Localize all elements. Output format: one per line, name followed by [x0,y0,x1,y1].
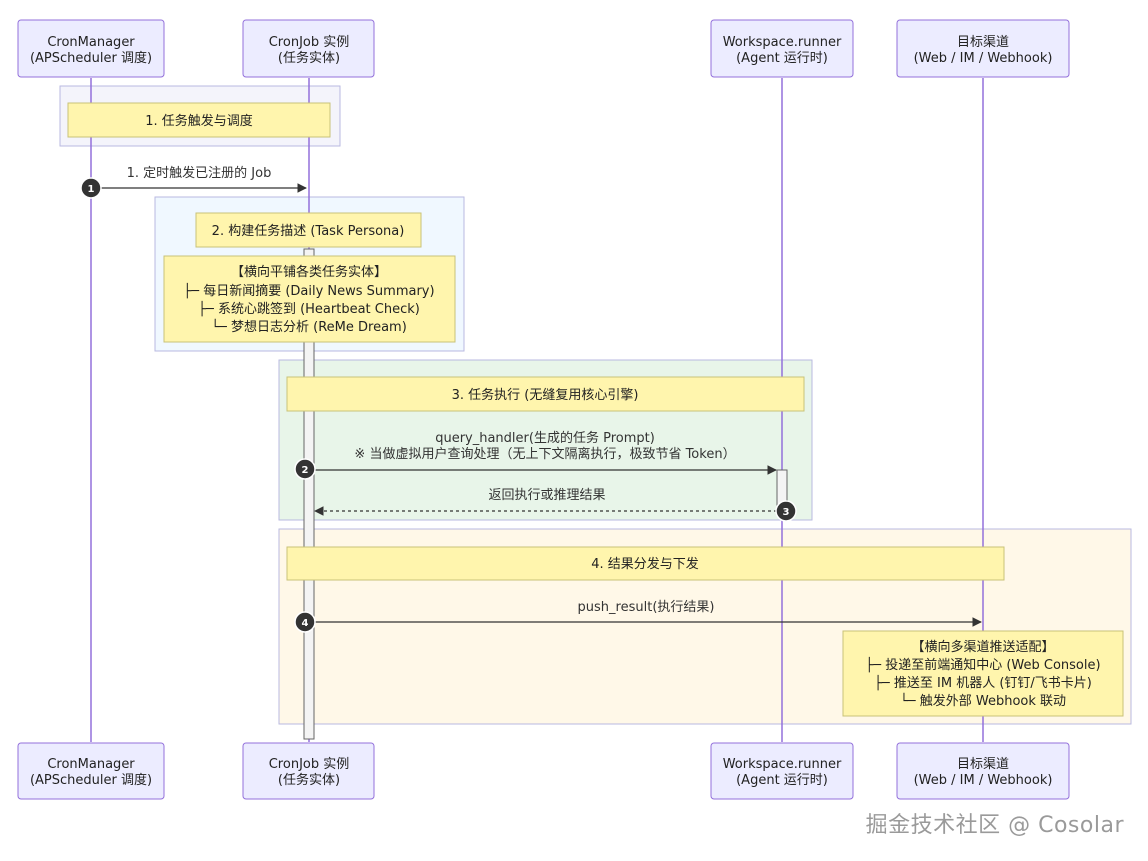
actor-cronjob-top: CronJob 实例 (任务实体) [242,19,375,78]
svg-text:4. 结果分发与下发: 4. 结果分发与下发 [591,556,699,572]
svg-text:push_result(执行结果): push_result(执行结果) [578,600,715,615]
svg-text:(Web / IM / Webhook): (Web / IM / Webhook) [914,51,1053,66]
message-badge: 1 [80,177,102,199]
svg-text:1. 任务触发与调度: 1. 任务触发与调度 [145,113,253,129]
actor-runner-bottom: Workspace.runner (Agent 运行时) [710,742,854,800]
message-2: query_handler(生成的任务 Prompt) ※ 当做虚拟用户查询处理… [294,430,777,480]
svg-text:4: 4 [302,618,309,629]
svg-text:(Agent 运行时): (Agent 运行时) [736,51,828,66]
svg-text:(Agent 运行时): (Agent 运行时) [736,773,828,788]
svg-text:【横向平铺各类任务实体】: 【横向平铺各类任务实体】 [231,264,387,280]
watermark: 掘金技术社区 @ Cosolar [865,813,1124,838]
svg-text:3: 3 [783,507,790,518]
svg-text:※ 当做虚拟用户查询处理（无上下文隔离执行，极致节省 Tok: ※ 当做虚拟用户查询处理（无上下文隔离执行，极致节省 Token） [354,446,735,462]
phase-title-2: 2. 构建任务描述 (Task Persona) [195,212,422,248]
message-badge: 2 [294,458,316,480]
svg-text:├─ 推送至 IM 机器人 (钉钉/飞书卡片): ├─ 推送至 IM 机器人 (钉钉/飞书卡片) [874,674,1092,691]
svg-text:CronJob 实例: CronJob 实例 [269,35,350,50]
svg-text:CronManager: CronManager [47,35,135,50]
svg-text:返回执行或推理结果: 返回执行或推理结果 [488,488,605,503]
svg-text:【横向多渠道推送适配】: 【横向多渠道推送适配】 [911,639,1054,655]
message-1: 1. 定时触发已注册的 Job 1 [80,165,307,199]
activation-cronjob [303,248,315,740]
svg-text:(APScheduler 调度): (APScheduler 调度) [30,772,152,788]
svg-text:└─ 梦想日志分析 (ReMe Dream): └─ 梦想日志分析 (ReMe Dream) [211,318,407,335]
svg-text:1: 1 [88,184,95,195]
svg-text:Workspace.runner: Workspace.runner [723,757,842,772]
actor-channel-top: 目标渠道 (Web / IM / Webhook) [896,19,1070,78]
svg-text:目标渠道: 目标渠道 [957,35,1009,50]
svg-text:(任务实体): (任务实体) [278,772,340,788]
phase-title-3: 3. 任务执行 (无缝复用核心引擎) [286,376,805,412]
svg-text:query_handler(生成的任务 Prompt): query_handler(生成的任务 Prompt) [435,430,655,446]
message-badge: 4 [294,611,316,633]
svg-text:(Web / IM / Webhook): (Web / IM / Webhook) [914,773,1053,788]
message-badge: 3 [775,500,797,522]
svg-text:└─ 触发外部 Webhook 联动: └─ 触发外部 Webhook 联动 [900,692,1066,709]
svg-text:├─ 每日新闻摘要 (Daily News Summary): ├─ 每日新闻摘要 (Daily News Summary) [183,282,434,299]
message-4: push_result(执行结果) 4 [294,600,982,633]
message-3: 返回执行或推理结果 3 [314,488,797,522]
phase-title-1: 1. 任务触发与调度 [67,102,331,138]
actor-channel-bottom: 目标渠道 (Web / IM / Webhook) [896,742,1070,800]
svg-text:2: 2 [302,465,309,476]
svg-text:目标渠道: 目标渠道 [957,757,1009,772]
svg-text:(任务实体): (任务实体) [278,50,340,66]
svg-text:├─ 投递至前端通知中心 (Web Console): ├─ 投递至前端通知中心 (Web Console) [865,656,1100,673]
actor-cronmanager-bottom: CronManager (APScheduler 调度) [17,742,165,800]
svg-text:├─ 系统心跳签到 (Heartbeat Check): ├─ 系统心跳签到 (Heartbeat Check) [198,300,420,317]
note-task-personas: 【横向平铺各类任务实体】 ├─ 每日新闻摘要 (Daily News Summa… [163,255,456,343]
svg-text:3. 任务执行 (无缝复用核心引擎): 3. 任务执行 (无缝复用核心引擎) [452,387,639,403]
actor-runner-top: Workspace.runner (Agent 运行时) [710,19,854,78]
actor-cronjob-bottom: CronJob 实例 (任务实体) [242,742,375,800]
note-channel-adapters: 【横向多渠道推送适配】 ├─ 投递至前端通知中心 (Web Console) ├… [842,630,1124,717]
svg-text:Workspace.runner: Workspace.runner [723,35,842,50]
phase-title-4: 4. 结果分发与下发 [286,546,1005,581]
svg-text:CronManager: CronManager [47,757,135,772]
actor-cronmanager-top: CronManager (APScheduler 调度) [17,19,165,78]
svg-text:(APScheduler 调度): (APScheduler 调度) [30,50,152,66]
svg-text:2. 构建任务描述 (Task Persona): 2. 构建任务描述 (Task Persona) [212,223,405,239]
svg-text:1. 定时触发已注册的 Job: 1. 定时触发已注册的 Job [127,165,272,181]
svg-text:CronJob 实例: CronJob 实例 [269,757,350,772]
